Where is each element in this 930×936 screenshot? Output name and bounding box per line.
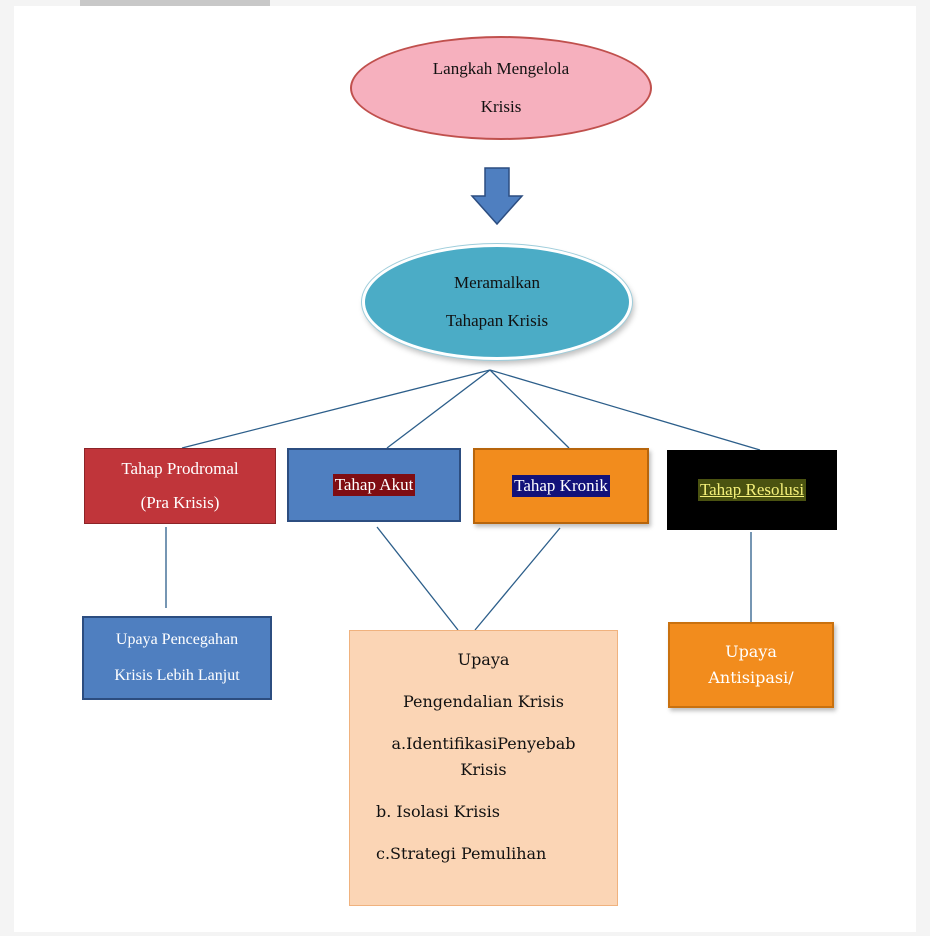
down-arrow-icon xyxy=(470,167,524,226)
upaya-left-line1: Upaya Pencegahan xyxy=(115,631,239,648)
node-upaya-pengendalian: Upaya Pengendalian Krisis a.Identifikasi… xyxy=(349,630,618,906)
center-item-b: b. Isolasi Krisis xyxy=(376,802,500,821)
center-item-a1: a.IdentifikasiPenyebab xyxy=(391,734,576,753)
center-line2: Pengendalian Krisis xyxy=(402,692,565,711)
connector-to-akut xyxy=(386,369,491,449)
kronik-label: Tahap Kronik xyxy=(512,475,610,497)
resolusi-label: Tahap Resolusi xyxy=(697,479,807,501)
node-upaya-antisipasi: Upaya Antisipasi/ xyxy=(668,622,834,708)
node-middle-line1: Meramalkan xyxy=(454,273,540,292)
node-upaya-pencegahan: Upaya Pencegahan Krisis Lebih Lanjut xyxy=(82,616,272,700)
node-tahap-prodromal: Tahap Prodromal (Pra Krisis) xyxy=(84,448,276,524)
connector-to-resolusi xyxy=(489,369,761,451)
node-meramalkan-tahapan-krisis: Meramalkan Tahapan Krisis xyxy=(362,244,632,360)
center-line1: Upaya xyxy=(457,650,510,669)
connector-to-kronik xyxy=(489,369,570,449)
node-langkah-mengelola-krisis: Langkah Mengelola Krisis xyxy=(350,36,652,140)
connector-to-prodromal xyxy=(181,369,491,449)
node-tahap-kronik: Tahap Kronik xyxy=(473,448,649,524)
top-strip xyxy=(80,0,270,7)
node-tahap-resolusi: Tahap Resolusi xyxy=(667,450,837,530)
node-tahap-akut: Tahap Akut xyxy=(287,448,461,522)
prodromal-line1: Tahap Prodromal xyxy=(121,459,239,478)
upaya-right-line2: Antisipasi/ xyxy=(708,668,794,687)
upaya-right-line1: Upaya xyxy=(725,642,777,661)
upaya-left-line2: Krisis Lebih Lanjut xyxy=(114,667,240,684)
prodromal-line2: (Pra Krisis) xyxy=(140,493,220,512)
akut-label: Tahap Akut xyxy=(332,474,416,496)
connector-akut-center xyxy=(376,526,459,631)
center-item-a2: Krisis xyxy=(460,760,507,779)
center-item-c: c.Strategi Pemulihan xyxy=(376,844,547,863)
connector-kronik-center xyxy=(474,527,561,631)
node-top-line1: Langkah Mengelola xyxy=(432,59,570,78)
node-top-line2: Krisis xyxy=(480,97,522,116)
node-middle-line2: Tahapan Krisis xyxy=(445,311,549,330)
